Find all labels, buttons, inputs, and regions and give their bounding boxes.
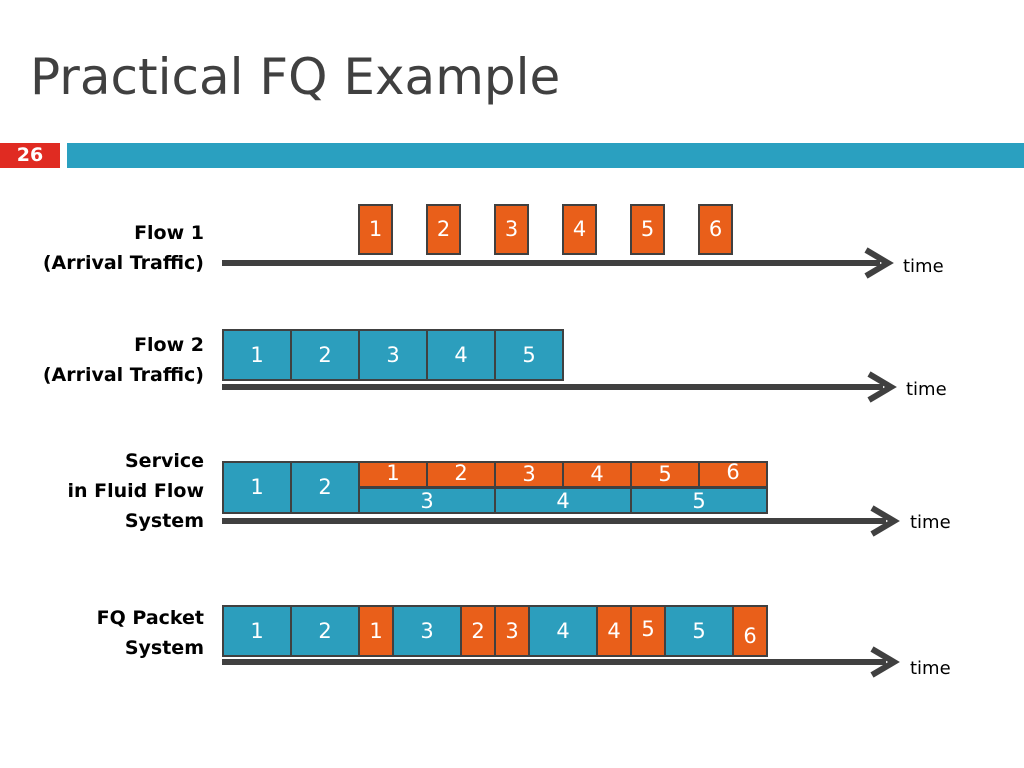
row-label-line: System [124,510,204,532]
time-label: time [910,658,951,679]
packet-flow2: 1 [222,605,292,657]
row-label-fluid-service: Service in Fluid Flow System [68,446,205,536]
packet-flow1-half-rate: 4 [562,461,632,488]
packet-flow1-half-rate: 1 [358,461,428,488]
row-label-line: System [124,637,204,659]
packet-flow2: 5 [494,329,564,381]
packet-flow2: 1 [222,329,292,381]
time-label: time [910,512,951,533]
time-axis-flow2 [222,371,897,403]
packet-flow1: 5 [630,605,666,657]
row-label-fq-packet: FQ Packet System [97,603,204,663]
row-label-line: Flow 1 [134,222,204,244]
packet-flow2: 4 [528,605,598,657]
time-axis-fq-packet [222,646,900,678]
packet-flow2-half-rate: 4 [494,487,632,514]
row-label-line: (Arrival Traffic) [42,364,204,386]
packet-flow1: 4 [562,204,597,255]
packet-flow1-half-rate: 5 [630,461,700,488]
packet-flow1: 1 [358,605,394,657]
packet-flow2: 5 [664,605,734,657]
packet-flow1: 2 [460,605,496,657]
row-label-line: (Arrival Traffic) [42,252,204,274]
row-label-line: FQ Packet [96,607,204,629]
packet-flow1-half-rate: 6 [698,461,768,488]
packet-flow1: 1 [358,204,393,255]
slide-number-badge: 26 [0,143,60,168]
row-label-line: Service [125,450,204,472]
packet-flow2: 3 [358,329,428,381]
row-label-line: Flow 2 [134,334,204,356]
time-axis-fluid-service [222,505,900,537]
time-label: time [903,256,944,277]
packet-flow1: 5 [630,204,665,255]
packet-flow2-half-rate: 5 [630,487,768,514]
row-label-line: in Fluid Flow [67,480,205,502]
packet-flow2-half-rate: 3 [358,487,496,514]
row-label-flow1: Flow 1 (Arrival Traffic) [43,218,204,278]
packet-flow2: 4 [426,329,496,381]
packet-flow2: 2 [290,605,360,657]
packet-flow1: 3 [494,605,530,657]
packet-flow1: 6 [698,204,733,255]
packet-flow1: 6 [732,605,768,657]
packet-flow2: 1 [222,461,292,514]
packet-flow2: 2 [290,461,360,514]
title-accent-band [67,143,1024,168]
packet-flow1: 3 [494,204,529,255]
packet-flow2: 3 [392,605,462,657]
time-axis-flow1 [222,247,894,279]
packet-flow1-half-rate: 3 [494,461,564,488]
row-label-flow2: Flow 2 (Arrival Traffic) [43,330,204,390]
packet-flow1: 4 [596,605,632,657]
packet-flow1: 2 [426,204,461,255]
time-label: time [906,379,947,400]
slide-title: Practical FQ Example [30,48,561,106]
packet-flow1-half-rate: 2 [426,461,496,488]
packet-flow2: 2 [290,329,360,381]
